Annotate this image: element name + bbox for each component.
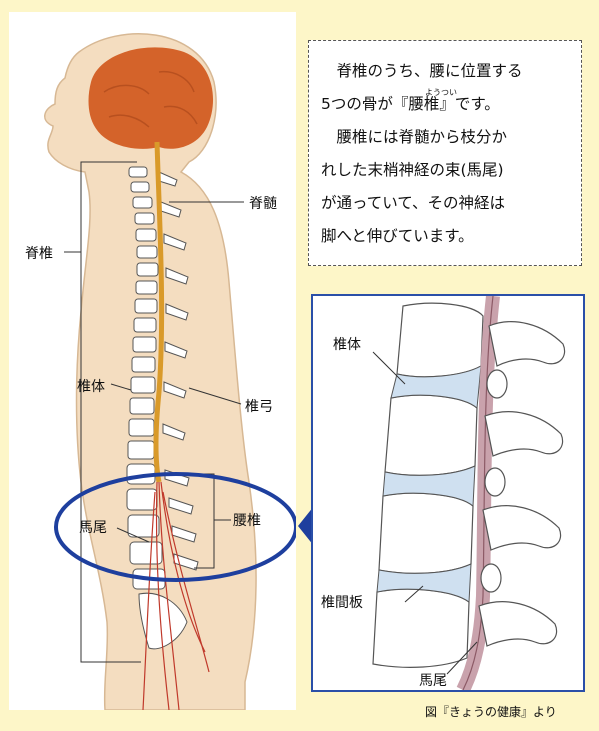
info-line: が通っていて、その神経は bbox=[321, 187, 577, 220]
label-lumbar: 腰椎 bbox=[233, 510, 261, 530]
lumbar-detail-illustration bbox=[313, 296, 583, 690]
source-credit: 図『きょうの健康』より bbox=[425, 703, 557, 720]
lumbar-detail-box: 椎体 椎間板 馬尾 bbox=[311, 294, 585, 692]
info-box: ようつい 脊椎のうち、腰に位置する 5つの骨が『腰椎』です。 腰椎には脊髄から枝… bbox=[308, 40, 582, 266]
label-intervertebral-disc: 椎間板 bbox=[321, 592, 363, 612]
label-spine: 脊椎 bbox=[25, 243, 53, 263]
label-spinal-cord: 脊髄 bbox=[249, 193, 277, 213]
body-illustration bbox=[9, 12, 296, 710]
info-line: れした末梢神経の束(馬尾) bbox=[321, 154, 577, 187]
label-detail-vertebral-body: 椎体 bbox=[333, 334, 361, 354]
info-line: 脊椎のうち、腰に位置する bbox=[321, 55, 577, 88]
brain bbox=[89, 47, 214, 148]
label-cauda-equina: 馬尾 bbox=[79, 517, 107, 537]
info-line: 5つの骨が『腰椎』です。 bbox=[321, 88, 577, 121]
info-text: 脊椎のうち、腰に位置する 5つの骨が『腰椎』です。 腰椎には脊髄から枝分か れし… bbox=[321, 55, 577, 253]
label-detail-cauda-equina: 馬尾 bbox=[419, 670, 447, 690]
body-illustration-panel: 脊椎 脊髄 椎体 椎弓 馬尾 腰椎 bbox=[9, 12, 296, 710]
label-vertebral-arch: 椎弓 bbox=[245, 396, 273, 416]
label-vertebral-body: 椎体 bbox=[77, 376, 105, 396]
info-line: 脚へと伸びています。 bbox=[321, 220, 577, 253]
info-line: 腰椎には脊髄から枝分か bbox=[321, 121, 577, 154]
